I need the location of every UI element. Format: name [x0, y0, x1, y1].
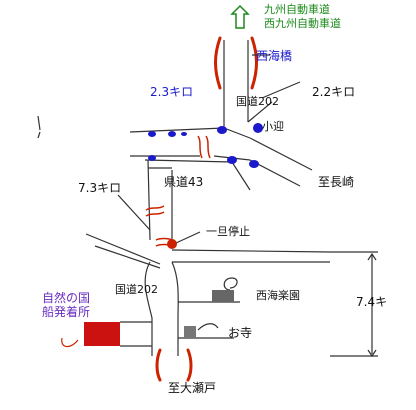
route-202-lower-label: 国道202: [115, 283, 158, 296]
nature-country-label-2: 船発着所: [42, 305, 91, 319]
highway-label-1: 九州自動車道: [264, 3, 330, 16]
saikai-gakuen-label: 西海楽園: [256, 289, 300, 302]
north-arrow-icon: [230, 4, 250, 29]
saikai-bridge-label: 西海橋: [256, 49, 293, 63]
distance-7-3-label: 7.3キロ: [78, 181, 122, 195]
route-202-top-label: 国道202: [236, 95, 279, 108]
kosako-label: 小迎: [262, 120, 284, 133]
oseto-bridge-marker: [155, 348, 193, 382]
distance-2-2-label: 2.2キロ: [312, 85, 356, 99]
port-building: [84, 322, 120, 346]
temple-label: お寺: [228, 326, 253, 340]
stop-point: [167, 239, 177, 249]
to-oseto-label: 至大瀬戸: [168, 381, 217, 395]
to-nagasaki-label: 至長崎: [318, 175, 355, 189]
intersection-markers: [148, 123, 263, 168]
stop-sign-label: 一旦停止: [206, 225, 250, 238]
road-breaks: [145, 135, 211, 247]
saikai-gakuen-building: [212, 290, 234, 302]
distance-2-3-label: 2.3キロ: [150, 85, 194, 99]
distance-7-4-label: 7.4キ: [356, 296, 388, 308]
temple-building: [184, 326, 196, 338]
port-leader: [61, 337, 79, 348]
prefectural-route-43-label: 県道43: [164, 175, 204, 189]
saikai-bridge-marker: [214, 36, 258, 90]
highway-label-2: 西九州自動車道: [264, 17, 341, 30]
nature-country-label-1: 自然の国: [42, 291, 91, 305]
